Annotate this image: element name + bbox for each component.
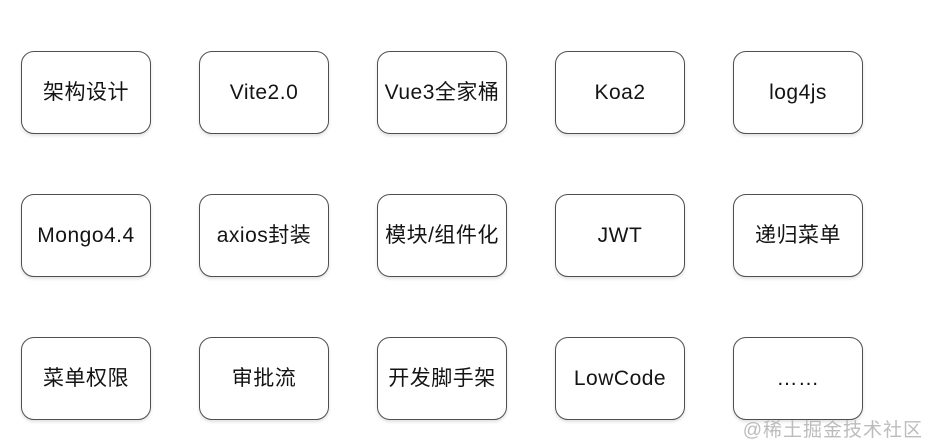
node-lowcode: LowCode: [555, 337, 685, 420]
node-label: 递归菜单: [755, 224, 841, 247]
node-mongo: Mongo4.4: [21, 194, 151, 277]
node-label: 菜单权限: [43, 367, 129, 390]
node-axios-wrapper: axios封装: [199, 194, 329, 277]
feature-grid: 架构设计 Vite2.0 Vue3全家桶 Koa2 log4js Mongo4.…: [21, 51, 863, 420]
node-label: log4js: [769, 81, 827, 104]
node-label: axios封装: [216, 224, 312, 247]
node-koa2: Koa2: [555, 51, 685, 134]
node-label: LowCode: [573, 367, 667, 390]
node-label: Koa2: [594, 81, 646, 104]
node-dev-scaffold: 开发脚手架: [377, 337, 507, 420]
node-vue3-family: Vue3全家桶: [377, 51, 507, 134]
node-log4js: log4js: [733, 51, 863, 134]
node-label: Mongo4.4: [37, 224, 135, 247]
node-label: ……: [776, 367, 820, 390]
node-label: Vue3全家桶: [384, 81, 500, 104]
node-jwt: JWT: [555, 194, 685, 277]
node-recursive-menu: 递归菜单: [733, 194, 863, 277]
node-modularization: 模块/组件化: [377, 194, 507, 277]
node-label: 审批流: [231, 367, 297, 390]
node-label: JWT: [597, 224, 643, 247]
node-more-ellipsis: ……: [733, 337, 863, 420]
node-architecture-design: 架构设计: [21, 51, 151, 134]
node-menu-permission: 菜单权限: [21, 337, 151, 420]
node-vite: Vite2.0: [199, 51, 329, 134]
node-label: 模块/组件化: [385, 224, 499, 247]
node-label: Vite2.0: [229, 81, 299, 104]
node-label: 架构设计: [43, 81, 129, 104]
node-label: 开发脚手架: [388, 367, 496, 390]
node-approval-flow: 审批流: [199, 337, 329, 420]
